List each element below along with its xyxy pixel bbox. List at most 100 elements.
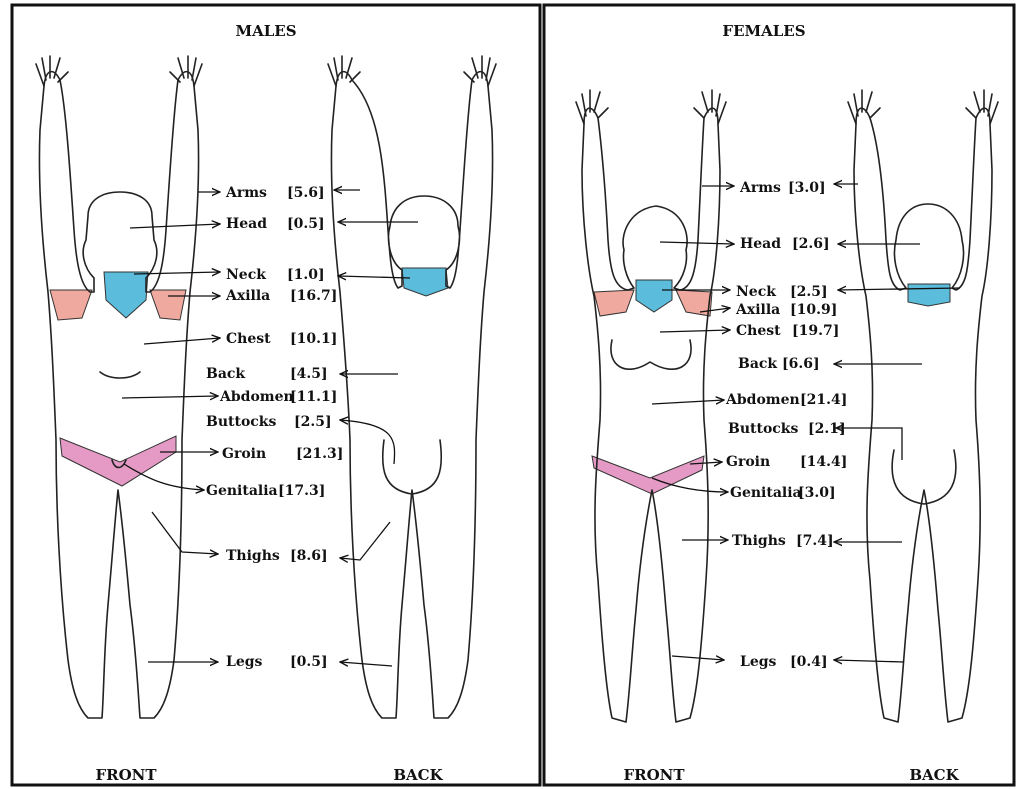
female-label-groin: Groin [14.4] [690, 454, 847, 470]
region-percent-value: [2.6] [792, 236, 830, 252]
pointer-arrow [340, 420, 395, 464]
region-percent-value: [3.0] [798, 485, 836, 501]
region-name-label: Head [740, 236, 781, 252]
region-percent-value: [19.7] [792, 323, 839, 339]
region-name-label: Legs [226, 654, 263, 670]
region-name-label: Arms [225, 185, 267, 201]
region-name-label: Axilla [225, 288, 270, 304]
male-label-genitalia: Genitalia[17.3] [124, 464, 325, 499]
male-label-abdomen: Abdomen[11.1] [122, 389, 337, 405]
pointer-arrow [122, 396, 218, 398]
region-name-label: Arms [739, 180, 781, 196]
region-percent-value: [11.1] [290, 389, 337, 405]
female-label-head: Head [2.6] [660, 236, 920, 252]
region-percent-value: [2.1] [808, 421, 846, 437]
male-label-back: Back [4.5] [206, 366, 398, 382]
region-name-label: Back [738, 356, 777, 372]
region-name-label: Head [226, 216, 267, 232]
region-percent-value: [10.1] [290, 331, 337, 347]
region-percent-value: [2.5] [294, 414, 332, 430]
region-name-label: Buttocks [728, 421, 799, 437]
female-label-arms: Arms [3.0] [702, 180, 858, 196]
male-label-legs: Legs [0.5] [148, 654, 392, 670]
region-name-label: Back [206, 366, 245, 382]
region-percent-value: [0.4] [790, 654, 828, 670]
region-percent-value: [0.5] [290, 654, 328, 670]
region-percent-value: [7.4] [796, 533, 834, 549]
female-back-figure [848, 90, 998, 722]
pointer-arrow [340, 662, 392, 666]
females-back-label: BACK [909, 766, 959, 784]
female-front-neck-highlight [636, 280, 672, 312]
male-front-groin-highlight [60, 436, 176, 486]
region-name-label: Thighs [226, 548, 280, 564]
region-name-label: Genitalia [206, 483, 278, 499]
pointer-arrow [834, 660, 904, 662]
male-label-groin: Groin [21.3] [160, 446, 343, 462]
region-percent-value: [21.4] [800, 392, 847, 408]
region-percent-value: [1.0] [287, 267, 325, 283]
male-label-thighs: Thighs [8.6] [152, 512, 390, 564]
male-label-neck: Neck [1.0] [134, 267, 410, 283]
males-labels: Arms [5.6] Head [0.5] Neck [1.0] Axilla [16.… [122, 185, 418, 670]
male-back-figure [328, 56, 496, 718]
region-name-label: Chest [226, 331, 271, 347]
females-front-label: FRONT [623, 766, 685, 784]
males-title: MALES [235, 22, 296, 40]
males-panel: MALES Arms[5.6] Head[0 [36, 22, 496, 784]
region-percent-value: [3.0] [788, 180, 826, 196]
region-name-label: Neck [226, 267, 266, 283]
region-name-label: Groin [726, 454, 770, 470]
female-front-axilla-highlight [594, 290, 634, 316]
male-front-figure [36, 56, 202, 718]
pointer-arrow [652, 400, 724, 404]
male-back-neck-highlight [402, 268, 448, 296]
female-label-genitalia: Genitalia[3.0] [652, 478, 836, 501]
region-percent-value: [16.7] [290, 288, 337, 304]
region-percent-value: [4.5] [290, 366, 328, 382]
pointer-arrow [144, 338, 220, 344]
female-label-abdomen: Abdomen[21.4] [652, 392, 847, 408]
males-front-label: FRONT [95, 766, 157, 784]
region-percent-value: [2.5] [790, 284, 828, 300]
region-percent-value: [5.6] [287, 185, 325, 201]
pointer-arrow [338, 276, 410, 278]
region-percent-value: [0.5] [287, 216, 325, 232]
female-label-chest: Chest [19.7] [660, 323, 839, 339]
region-percent-value: [10.9] [790, 302, 837, 318]
male-label-axilla: Axilla [16.7] [168, 288, 337, 304]
females-labels: Arms [3.0] Head [2.6] Neck [2.5] Axilla [10.… [652, 180, 960, 670]
region-name-label: Neck [736, 284, 776, 300]
region-name-label: Chest [736, 323, 781, 339]
female-front-axilla-highlight-right [676, 290, 712, 316]
pointer-arrow [130, 224, 220, 228]
females-panel: FEMALES Arms [3.0] Head [2.6] [576, 22, 998, 784]
male-front-axilla-highlight [50, 290, 92, 320]
pointer-arrow [152, 512, 218, 554]
female-label-thighs: Thighs [7.4] [682, 533, 902, 549]
region-percent-value: [6.6] [782, 356, 820, 372]
male-label-chest: Chest [10.1] [144, 331, 337, 347]
region-name-label: Genitalia [730, 485, 802, 501]
females-title: FEMALES [722, 22, 805, 40]
region-name-label: Buttocks [206, 414, 277, 430]
region-name-label: Abdomen [219, 389, 294, 405]
male-front-axilla-highlight-right [150, 290, 186, 320]
male-front-neck-highlight [104, 272, 148, 318]
region-name-label: Axilla [735, 302, 780, 318]
region-percent-value: [14.4] [800, 454, 847, 470]
female-front-figure [576, 90, 726, 722]
male-label-head: Head [0.5] [130, 216, 418, 232]
female-label-back: Back [6.6] [738, 356, 922, 372]
region-name-label: Legs [740, 654, 777, 670]
region-name-label: Thighs [732, 533, 786, 549]
male-label-arms: Arms [5.6] [198, 185, 360, 201]
female-label-axilla: Axilla [10.9] [700, 302, 837, 318]
female-back-neck-highlight [908, 284, 950, 306]
region-percent-value: [8.6] [290, 548, 328, 564]
pointer-arrow [672, 656, 724, 660]
region-percent-value: [21.3] [296, 446, 343, 462]
region-name-label: Groin [222, 446, 266, 462]
pointer-arrow [660, 330, 730, 332]
